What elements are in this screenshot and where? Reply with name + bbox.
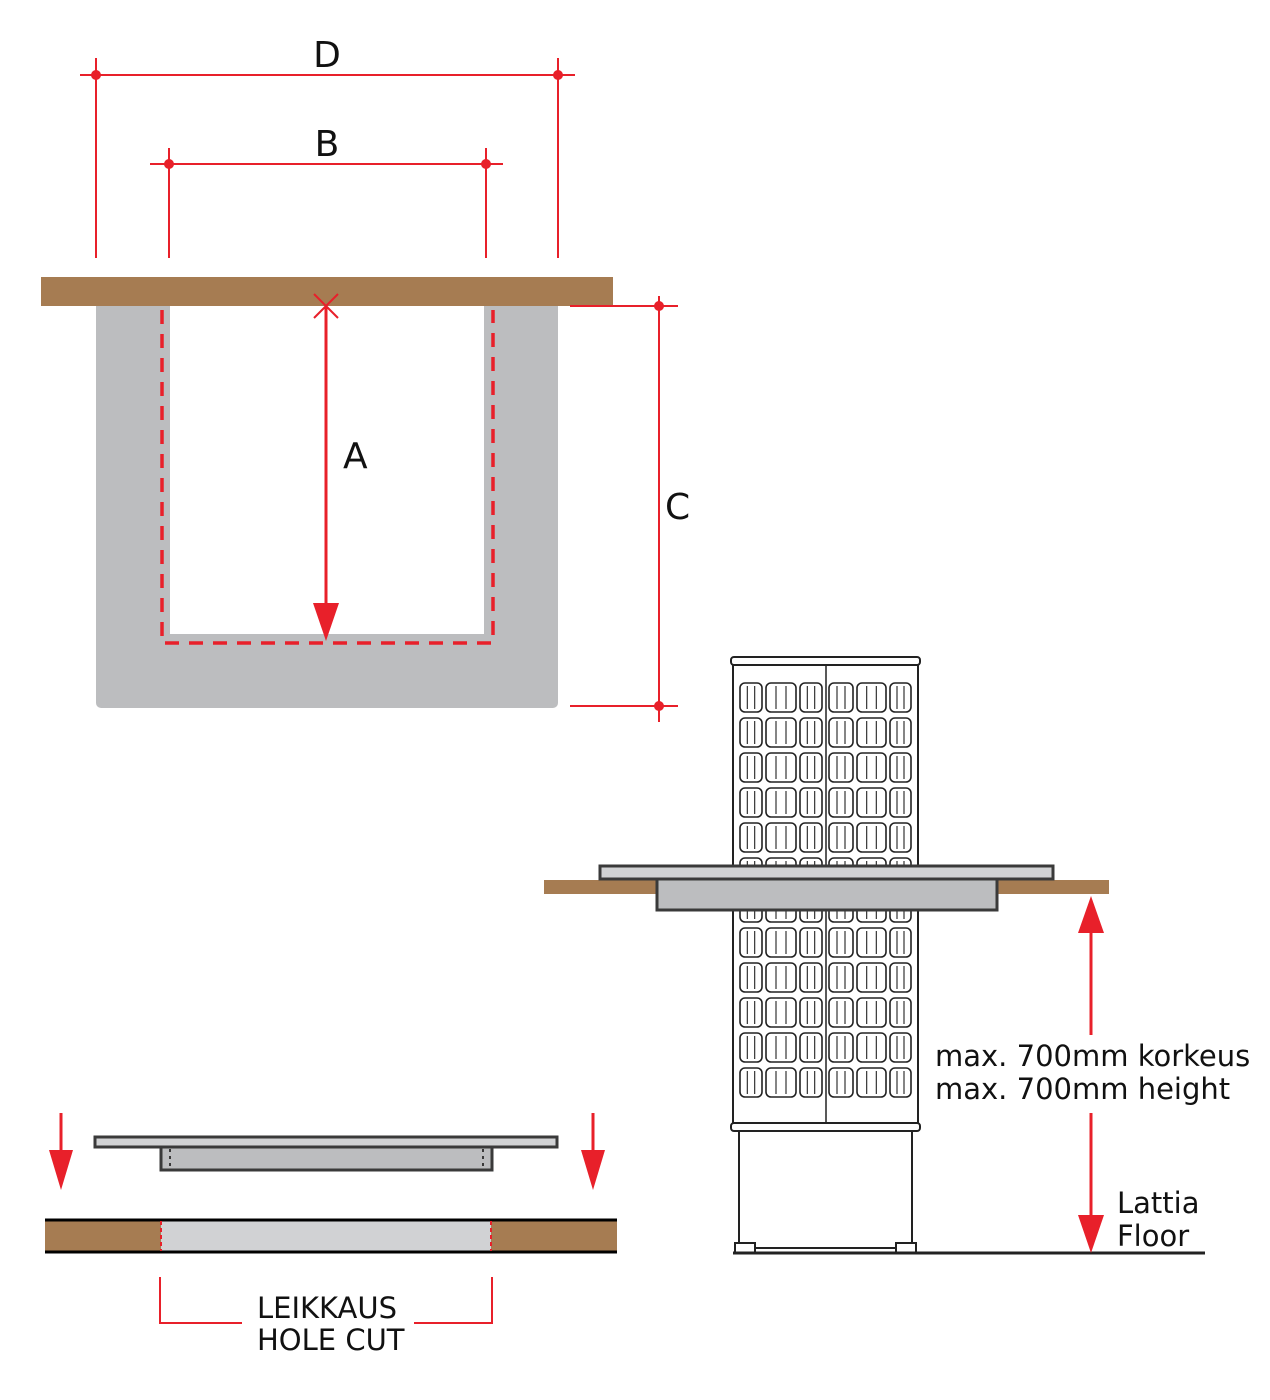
grille-cell	[799, 787, 823, 818]
grille-cell	[828, 1067, 854, 1098]
grille-cell	[765, 962, 797, 993]
grille-cell	[739, 962, 763, 993]
mounting-flange	[598, 864, 1055, 881]
grille-cell	[739, 997, 763, 1028]
height-note-en: max. 700mm height	[935, 1072, 1230, 1106]
grille-cell	[739, 717, 763, 748]
grille-cell	[828, 962, 854, 993]
arrow-down-icon	[581, 1150, 605, 1190]
dimension-c	[570, 296, 678, 722]
dimension-a-label: A	[343, 436, 368, 477]
grille-cell	[889, 822, 912, 853]
dimension-dot	[654, 301, 664, 311]
grille-cell	[889, 997, 912, 1028]
grille-cell	[889, 717, 912, 748]
grille-cell	[765, 717, 797, 748]
grille-cell	[799, 997, 823, 1028]
grille-cell	[765, 787, 797, 818]
arrow-down-icon	[1078, 1215, 1104, 1253]
height-note-fi: max. 700mm korkeus	[935, 1039, 1250, 1073]
grille-cell	[799, 682, 823, 713]
arrow-down-icon	[49, 1150, 73, 1190]
grille-cell	[856, 1067, 887, 1098]
grille-cell	[739, 787, 763, 818]
hole-cut-label-en: HOLE CUT	[257, 1323, 405, 1357]
grille-cell	[828, 717, 854, 748]
grille-cell	[799, 1067, 823, 1098]
grille-cell	[889, 752, 912, 783]
grille-cell	[828, 787, 854, 818]
top-view-section: A D B C	[41, 35, 690, 722]
grille-cell	[739, 752, 763, 783]
grille-cell	[856, 927, 887, 958]
grille-cell	[765, 752, 797, 783]
grille-cell	[828, 1032, 854, 1063]
dimension-b-label: B	[315, 124, 340, 165]
grille-cell	[828, 997, 854, 1028]
mounting-box	[159, 1145, 494, 1172]
grille-cell	[889, 787, 912, 818]
ceiling-board-left	[45, 1221, 161, 1251]
grille-cell	[739, 822, 763, 853]
dimension-d-label: D	[313, 35, 341, 76]
grille-cell	[799, 752, 823, 783]
heater-bottom-cap	[730, 1122, 921, 1132]
grille-cell	[799, 1032, 823, 1063]
grille-cell	[765, 822, 797, 853]
grille-cell	[856, 787, 887, 818]
dimension-dot	[481, 159, 491, 169]
grille-cell	[889, 927, 912, 958]
grille-cell	[739, 1032, 763, 1063]
floor-label-en: Floor	[1117, 1219, 1189, 1253]
floor-label-fi: Lattia	[1117, 1186, 1200, 1220]
hole-cut-bracket	[159, 1277, 493, 1324]
arrow-up-icon	[1078, 896, 1104, 933]
grille-cell	[856, 962, 887, 993]
mounting-box	[655, 877, 999, 912]
grille-cell	[739, 682, 763, 713]
ceiling-board-right	[491, 1221, 617, 1251]
grille-cell	[739, 1067, 763, 1098]
dimension-dot	[91, 70, 101, 80]
grille-cell	[799, 962, 823, 993]
grille-cell	[799, 927, 823, 958]
heater-side-view: max. 700mm korkeus max. 700mm height Lat…	[544, 656, 1250, 1255]
grille-cell	[889, 682, 912, 713]
grille-cell	[765, 682, 797, 713]
hole-cut-section: LEIKKAUS HOLE CUT	[45, 1113, 617, 1357]
heater-top-cap	[730, 656, 921, 666]
grille-cell	[765, 927, 797, 958]
grille-cell	[828, 822, 854, 853]
grille-cell	[828, 927, 854, 958]
hole-area	[161, 1221, 491, 1251]
grille-cell	[889, 1032, 912, 1063]
grille-cell	[765, 997, 797, 1028]
grille-cell	[889, 962, 912, 993]
dimension-dot	[164, 159, 174, 169]
grille-cell	[856, 1032, 887, 1063]
hole-cut-label-fi: LEIKKAUS	[257, 1291, 397, 1325]
grille-cell	[828, 752, 854, 783]
grille-cell	[828, 682, 854, 713]
dimension-c-label: C	[665, 487, 690, 528]
heater-base	[738, 1129, 913, 1249]
grille-cell	[765, 1067, 797, 1098]
grille-cell	[856, 752, 887, 783]
grille-cell	[856, 682, 887, 713]
grille-cell	[799, 822, 823, 853]
grille-cell	[856, 997, 887, 1028]
dimension-dot	[553, 70, 563, 80]
grille-cell	[765, 1032, 797, 1063]
grille-cell	[856, 717, 887, 748]
grille-cell	[856, 822, 887, 853]
dimension-dot	[654, 701, 664, 711]
grille-cell	[799, 717, 823, 748]
grille-cell	[739, 927, 763, 958]
arrow-down-icon	[313, 603, 339, 641]
ceiling-board	[41, 277, 613, 306]
grille-cell	[889, 1067, 912, 1098]
dimension-d	[80, 58, 575, 258]
